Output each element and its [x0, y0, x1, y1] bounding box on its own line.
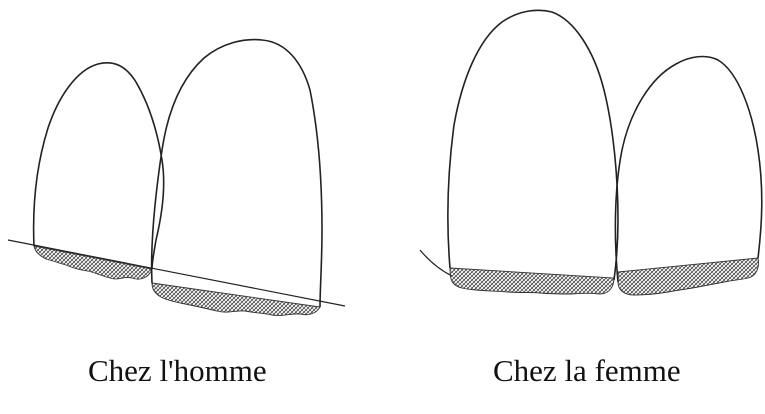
male-lateral-incisor: [34, 63, 164, 269]
male-teeth-group: [8, 40, 345, 316]
male-central-incisor: [152, 40, 322, 307]
female-lateral-incisor: [615, 57, 761, 282]
female-lateral-incisal-edge: [618, 258, 759, 295]
female-teeth-group: [420, 10, 762, 295]
male-lateral-incisal-edge: [34, 246, 152, 279]
female-incisal-line: [420, 250, 452, 276]
female-caption: Chez la femme: [493, 355, 681, 386]
male-central-incisal-edge: [152, 283, 320, 316]
male-caption: Chez l'homme: [88, 355, 267, 386]
female-central-incisal-edge: [450, 268, 614, 294]
female-central-incisor: [448, 10, 618, 280]
